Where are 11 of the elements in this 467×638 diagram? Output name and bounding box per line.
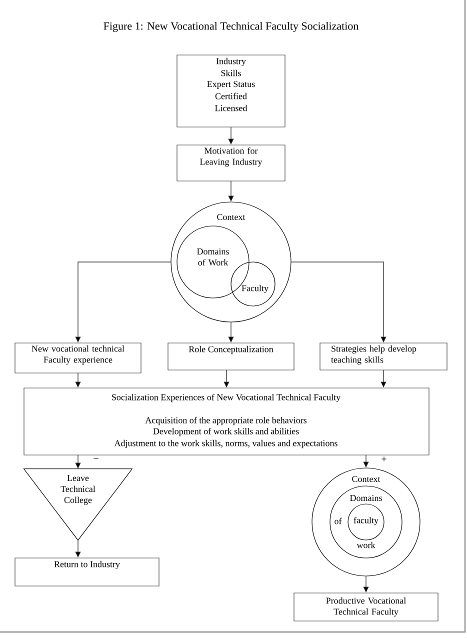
process-box: Industry Skills Expert Status Certified Licensed bbox=[176, 54, 286, 128]
edge-label: + bbox=[380, 456, 388, 464]
process-box: Socialization Experiences of New Vocational Technical Faculty Acquisition of the appropriate role behaviors Development of work skills and abilities Adjustment to the work skills, norms, values and expectations bbox=[24, 388, 430, 456]
process-box: Role Conceptualization bbox=[168, 342, 294, 370]
process-box: Motivation for Leaving Industry bbox=[176, 144, 286, 182]
edge-label: − bbox=[92, 457, 100, 463]
process-box: New vocational technical Faculty experience bbox=[14, 342, 142, 374]
process-box: Strategies help develop teaching skills bbox=[320, 342, 448, 370]
process-box: Productive Vocational Technical Faculty bbox=[294, 592, 438, 622]
process-box: Return to Industry bbox=[14, 558, 160, 586]
figure-title: Figure 1: New Vocational Technical Faculty Socialization bbox=[104, 22, 359, 32]
